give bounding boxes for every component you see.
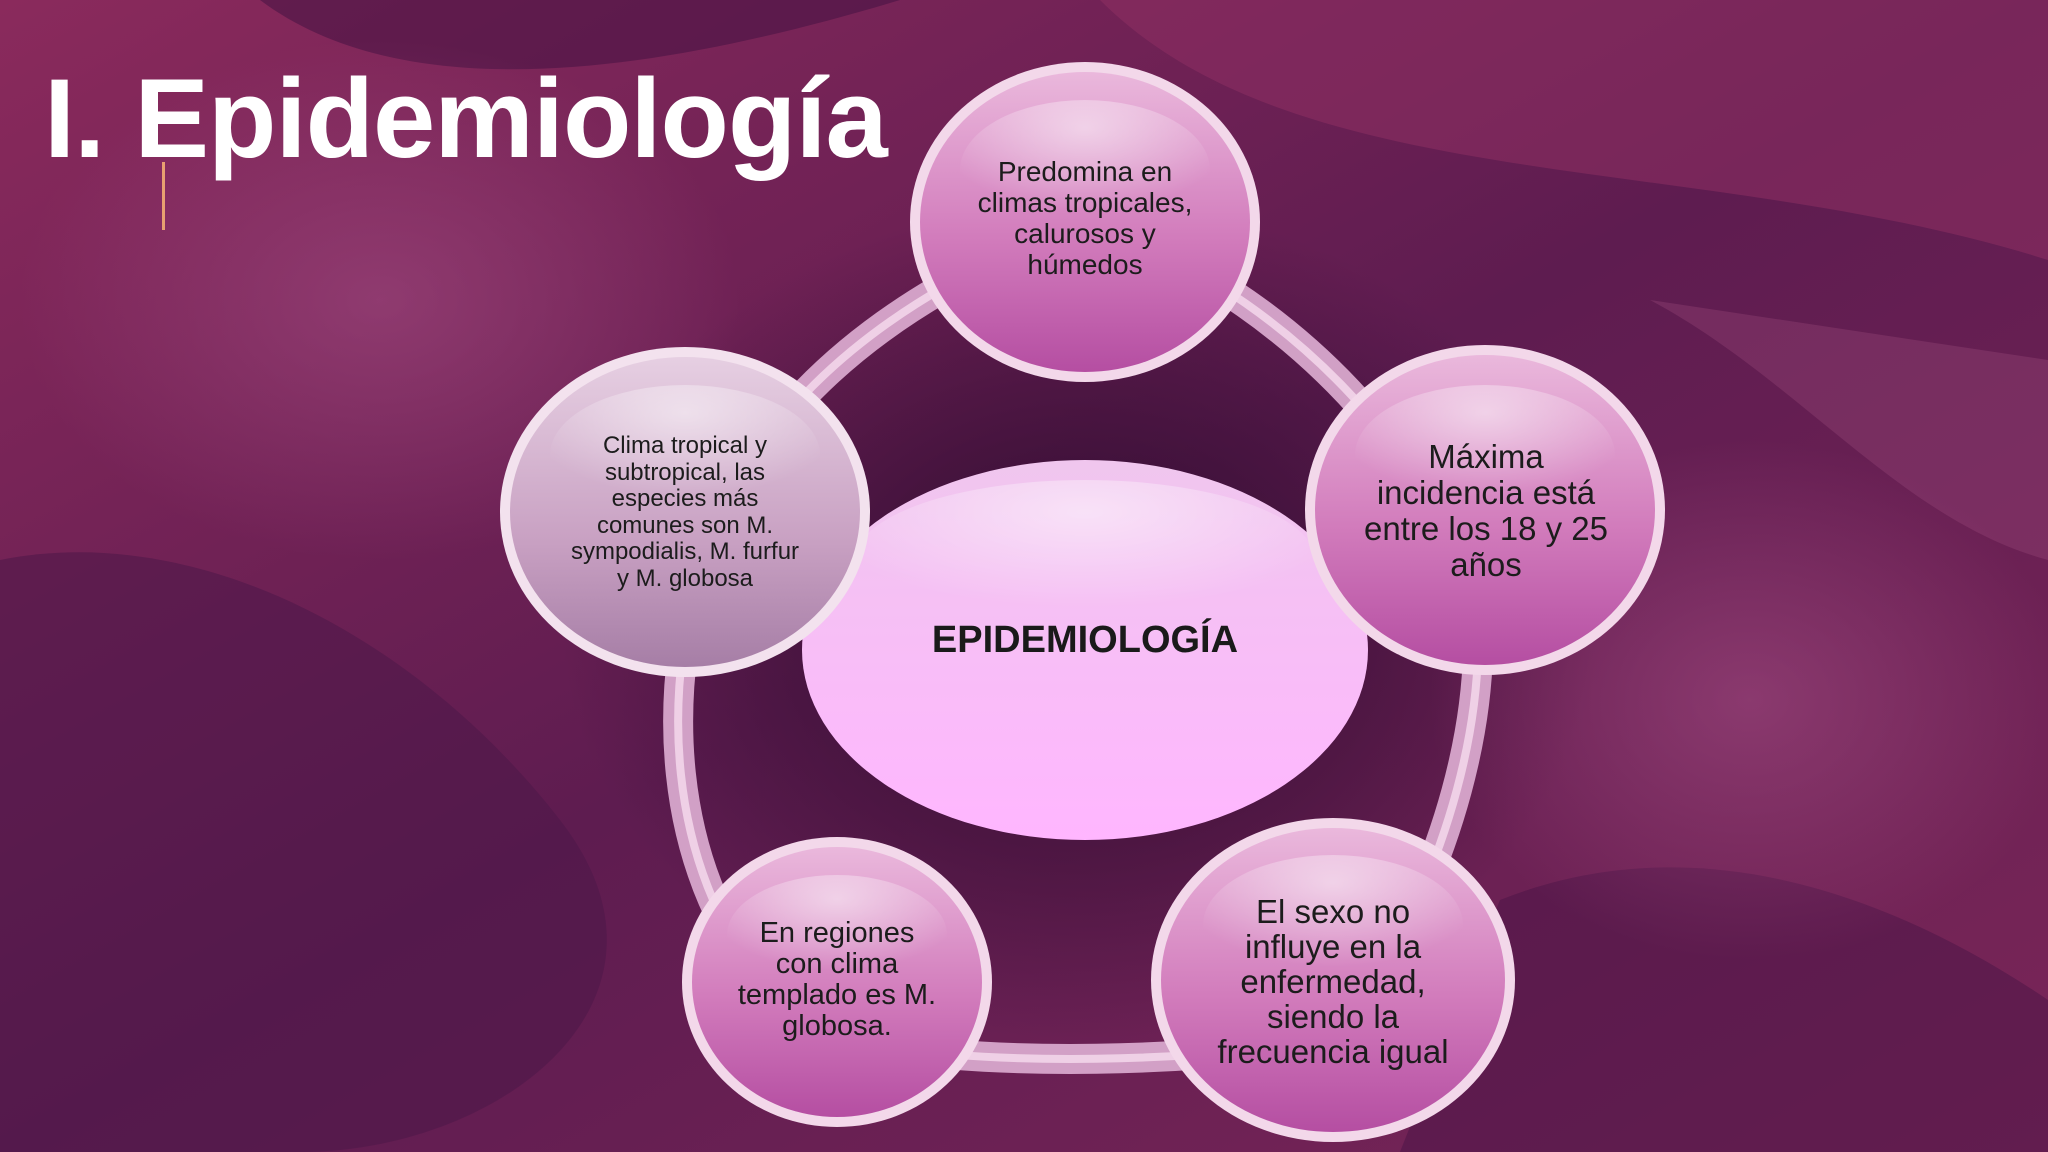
node-text-line: enfermedad,	[1240, 962, 1426, 1000]
center-label: EPIDEMIOLOGÍA	[931, 618, 1239, 661]
node-text-line: influye en la	[1244, 927, 1422, 965]
node-text-line: templado es M.	[737, 979, 937, 1011]
node-bubble-bottom-right	[1151, 818, 1515, 1142]
node-text-line: climas tropicales,	[977, 187, 1193, 218]
node-text-line: globosa.	[782, 1010, 892, 1042]
slide-title: I. Epidemiología	[44, 56, 888, 181]
node-bottom-right: El sexo no influye en la enfermedad, sie…	[1188, 888, 1478, 1074]
node-bubble-bottom-left	[682, 837, 992, 1127]
node-bubble-left	[500, 347, 870, 677]
node-text-line: húmedos	[1027, 249, 1143, 280]
node-text-line: Predomina en	[997, 156, 1173, 187]
node-text-line: entre los 18 y 25	[1364, 510, 1608, 547]
node-text-line: con clima	[775, 948, 899, 980]
node-text-line: En regiones	[759, 917, 915, 949]
node-text-line: siendo la	[1266, 997, 1400, 1035]
center-label-box: EPIDEMIOLOGÍA	[845, 600, 1325, 680]
node-text-line: El sexo no	[1255, 892, 1411, 930]
node-text-line: frecuencia igual	[1217, 1032, 1449, 1070]
node-text-line: y M. globosa	[616, 564, 754, 592]
node-text-line: especies más	[611, 485, 759, 512]
node-text-line: incidencia está	[1376, 474, 1596, 511]
node-text-line: sympodialis, M. furfur	[570, 538, 800, 565]
node-bubble-right	[1305, 345, 1665, 675]
node-left: Clima tropical y subtropical, las especi…	[540, 430, 830, 595]
node-top: Predomina en climas tropicales, caluroso…	[935, 148, 1235, 288]
node-bottom-left: En regiones con clima templado es M. glo…	[712, 915, 962, 1045]
node-text-line: calurosos y	[1014, 218, 1156, 249]
node-text-line: Máxima	[1428, 438, 1544, 475]
node-text-line: comunes son M.	[596, 511, 774, 539]
node-bubble-top	[910, 62, 1260, 382]
node-text-line: subtropical, las	[604, 458, 766, 486]
node-right: Máxima incidencia está entre los 18 y 25…	[1340, 436, 1632, 586]
title-accent-bar	[162, 162, 165, 230]
node-text-line: Clima tropical y	[602, 432, 768, 459]
node-text-line: años	[1450, 546, 1522, 583]
